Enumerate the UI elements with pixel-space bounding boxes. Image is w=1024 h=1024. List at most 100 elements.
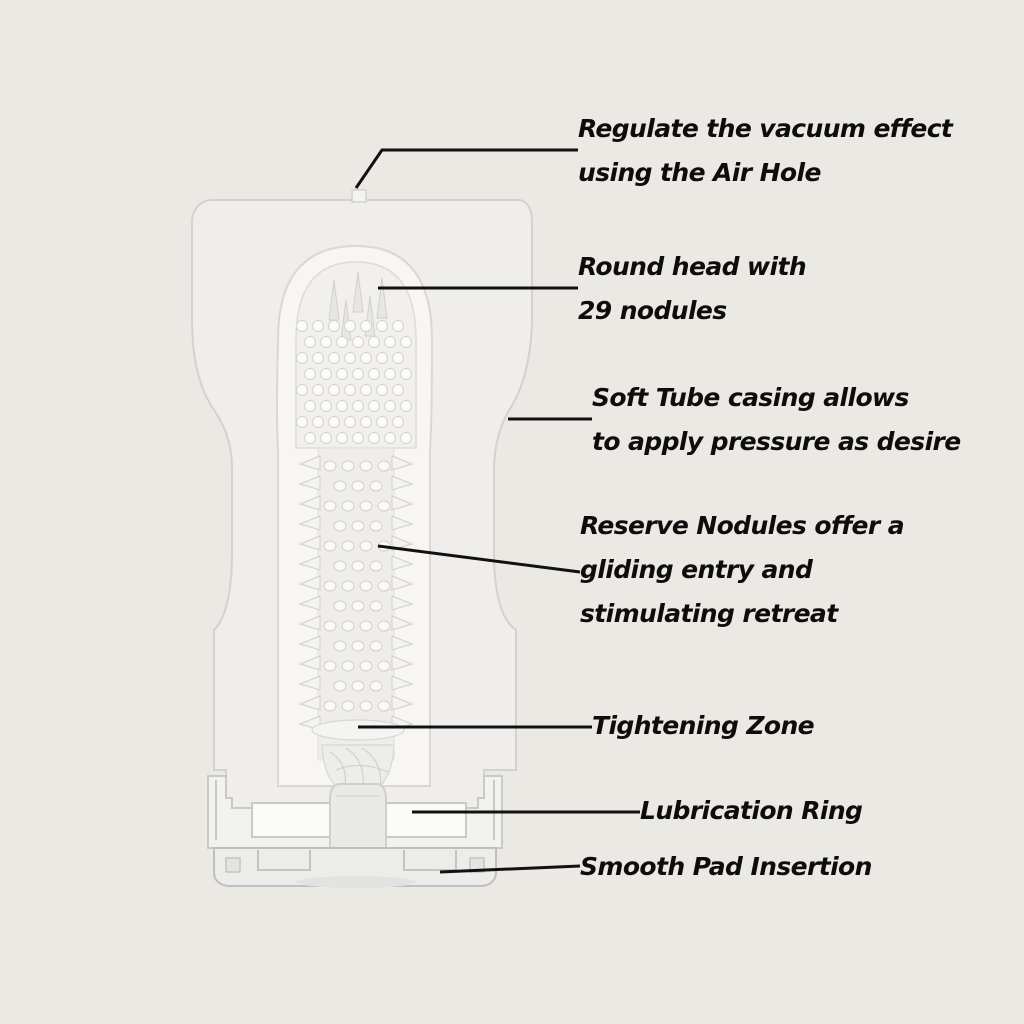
head-nodule	[328, 416, 340, 428]
head-nodule	[320, 400, 332, 412]
canal-nodule	[377, 460, 391, 472]
canal-nodule	[369, 480, 383, 492]
head-nodule	[360, 384, 372, 396]
canal-nodule	[333, 680, 347, 692]
head-nodule	[304, 336, 316, 348]
canal-fin	[298, 515, 321, 531]
canal-fin	[298, 495, 321, 511]
canal-nodule	[341, 580, 355, 592]
head-nodule	[336, 368, 348, 380]
canal-fin	[391, 595, 414, 611]
canal-nodule	[341, 460, 355, 472]
leader-smooth-pad	[439, 864, 581, 874]
head-nodule	[360, 320, 372, 332]
canal-nodule	[351, 640, 365, 652]
head-nodule	[352, 400, 364, 412]
canal-nodule	[359, 580, 373, 592]
head-nodule	[336, 400, 348, 412]
canal-nodule	[323, 540, 337, 552]
head-nodule	[392, 416, 404, 428]
canal-nodule	[359, 700, 373, 712]
head-nodule	[304, 400, 316, 412]
head-nodule	[328, 384, 340, 396]
canal-nodule	[359, 460, 373, 472]
head-nodule	[400, 368, 412, 380]
head-nodule	[360, 352, 372, 364]
canal-fin	[391, 675, 414, 691]
head-nodule	[304, 368, 316, 380]
canal-nodule	[333, 600, 347, 612]
canal-nodule	[369, 680, 383, 692]
head-nodule	[312, 416, 324, 428]
canal-fin	[298, 575, 321, 591]
canal-nodule	[359, 500, 373, 512]
canal-nodule	[341, 540, 355, 552]
canal-nodule	[333, 520, 347, 532]
canal-fin	[391, 555, 414, 571]
head-nodule	[384, 336, 396, 348]
head-nodule	[392, 352, 404, 364]
canal-nodule	[369, 640, 383, 652]
bottom-cap	[207, 775, 503, 888]
leader-lines	[354, 148, 640, 874]
canal-fin	[391, 575, 414, 591]
canal-nodule	[359, 620, 373, 632]
canal-fin	[298, 595, 321, 611]
canal-nodule	[341, 660, 355, 672]
head-nodule	[360, 416, 372, 428]
head-nodule	[312, 352, 324, 364]
canal-fin	[298, 655, 321, 671]
canal-nodule	[359, 660, 373, 672]
canal-fin	[391, 475, 414, 491]
head-nodule	[384, 432, 396, 444]
head-nodule	[320, 432, 332, 444]
canal-fin	[391, 655, 414, 671]
canal-nodule	[323, 660, 337, 672]
canal-nodule	[323, 500, 337, 512]
canal-nodule	[377, 700, 391, 712]
canal-nodule	[333, 480, 347, 492]
canal-fin	[391, 615, 414, 631]
head-nodule	[344, 416, 356, 428]
canal-fin	[391, 455, 414, 471]
canal-nodule	[333, 640, 347, 652]
smooth-pad	[213, 847, 497, 887]
canal-fin	[298, 635, 321, 651]
canal-fin	[298, 675, 321, 691]
canal-nodule	[351, 520, 365, 532]
canal-fins	[298, 455, 414, 731]
head-nodule	[344, 320, 356, 332]
head-nodule	[368, 368, 380, 380]
head-nodule	[352, 336, 364, 348]
callout-smooth-pad: Smooth Pad Insertion	[580, 852, 872, 881]
head-nodule	[368, 400, 380, 412]
head-nodule	[376, 384, 388, 396]
head-spike	[352, 271, 364, 313]
canal-fin	[298, 555, 321, 571]
canal-nodule	[351, 560, 365, 572]
head-nodule	[384, 400, 396, 412]
leader-reserve-nodules	[377, 544, 581, 574]
canal-nodule	[377, 660, 391, 672]
head-nodule	[368, 336, 380, 348]
canal-nodule	[351, 680, 365, 692]
canal-fin	[391, 495, 414, 511]
head-nodule	[376, 352, 388, 364]
canal-nodule	[369, 520, 383, 532]
head-nodule	[392, 320, 404, 332]
head-nodule	[344, 384, 356, 396]
head-nodule	[352, 368, 364, 380]
head-nodule	[392, 384, 404, 396]
canal-nodule	[323, 700, 337, 712]
canal-nodule	[377, 500, 391, 512]
head-nodule	[328, 352, 340, 364]
canal-fin	[298, 455, 321, 471]
head-nodule	[296, 416, 308, 428]
head-nodule	[296, 352, 308, 364]
head-nodule	[344, 352, 356, 364]
canal-nodule	[369, 560, 383, 572]
canal-nodule	[323, 620, 337, 632]
head-nodule	[304, 432, 316, 444]
